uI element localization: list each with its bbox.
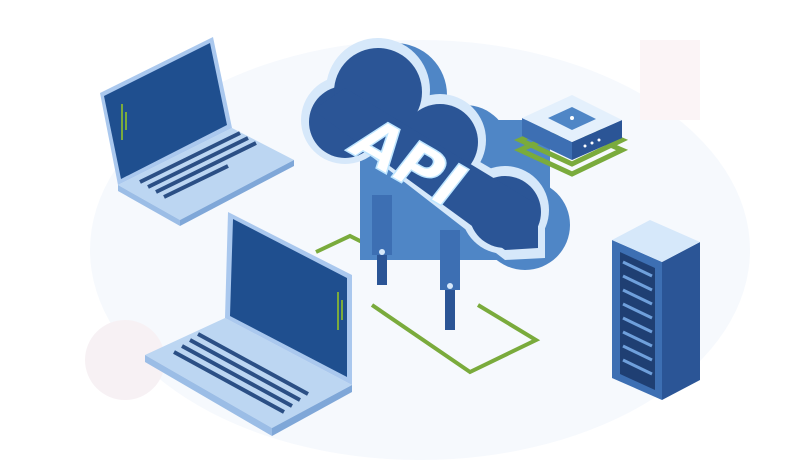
api-cloud: API xyxy=(301,38,570,330)
laptop-bottom-left xyxy=(145,212,352,436)
background-circle xyxy=(85,320,165,400)
laptop-top-left xyxy=(100,37,294,226)
background-bar-chart xyxy=(640,40,700,120)
network-router xyxy=(513,95,629,177)
server-rack xyxy=(612,220,700,400)
cloud-connectors xyxy=(372,195,460,330)
